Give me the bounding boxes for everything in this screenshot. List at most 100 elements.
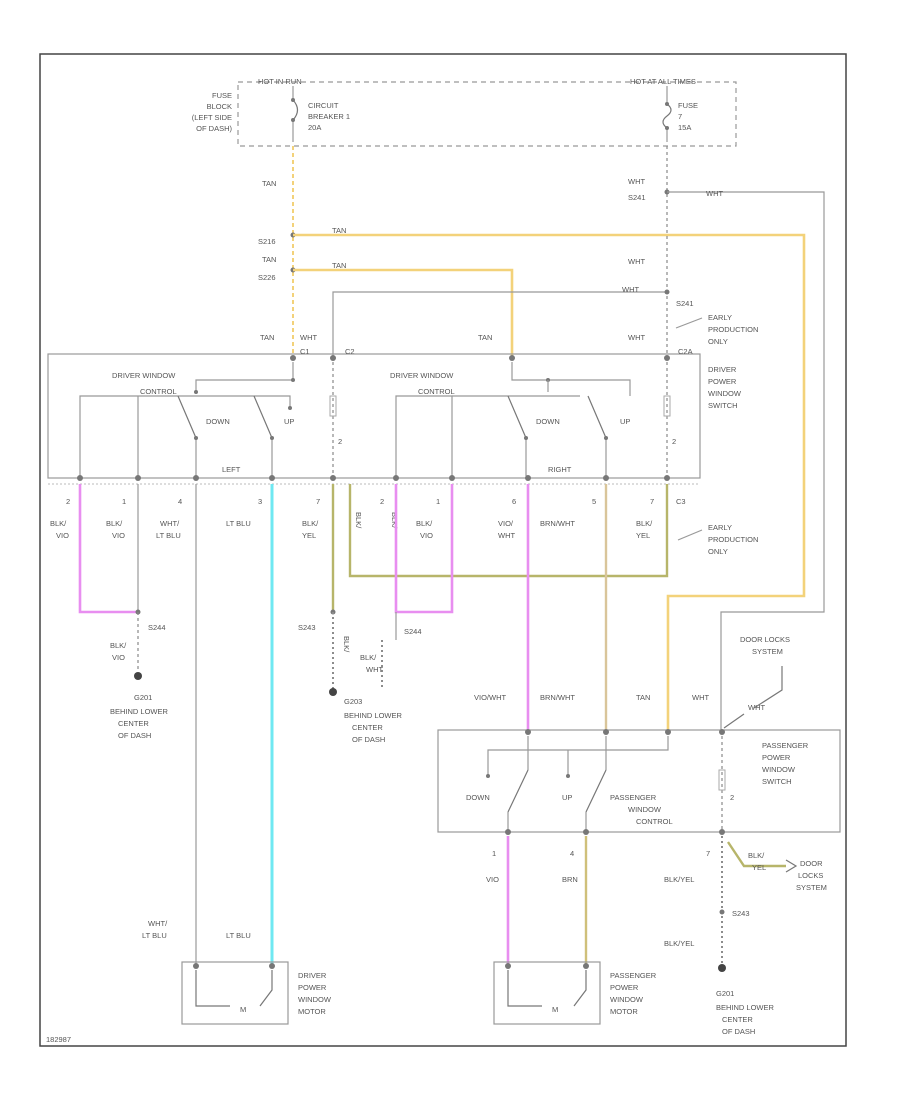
bottom-connectors [77, 475, 670, 481]
svg-text:2: 2 [730, 793, 734, 802]
ground-g201-right [718, 964, 726, 972]
s226-label: S226 [258, 273, 276, 282]
svg-text:WINDOW: WINDOW [610, 995, 644, 1004]
driver-power-window-motor-box [181, 961, 289, 1025]
svg-text:SYSTEM: SYSTEM [752, 647, 783, 656]
svg-text:FUSE: FUSE [678, 101, 698, 110]
svg-text:PRODUCTION: PRODUCTION [708, 535, 758, 544]
wht-label-5: WHT [622, 285, 639, 294]
svg-text:LT BLU: LT BLU [226, 519, 251, 528]
svg-text:CIRCUIT: CIRCUIT [308, 101, 339, 110]
s243-label: S243 [298, 623, 316, 632]
svg-text:DRIVER WINDOW: DRIVER WINDOW [390, 371, 454, 380]
blk-vio-wire-right [394, 484, 454, 614]
svg-text:BEHIND LOWER: BEHIND LOWER [110, 707, 169, 716]
svg-text:7: 7 [706, 849, 710, 858]
svg-text:ONLY: ONLY [708, 337, 728, 346]
lt-blu-label: LT BLU [226, 931, 251, 940]
tan-label-pass: TAN [636, 693, 650, 702]
svg-text:WINDOW: WINDOW [708, 389, 742, 398]
ground-g203 [329, 688, 337, 696]
top-connectors [290, 355, 670, 361]
svg-text:7: 7 [650, 497, 654, 506]
svg-text:(LEFT SIDE: (LEFT SIDE [192, 113, 232, 122]
svg-text:CENTER: CENTER [722, 1015, 753, 1024]
blk-wht-rotated-2: BLK/ [390, 512, 399, 529]
svg-text:M: M [552, 1005, 558, 1014]
door-locks-system-2-label: DOOR LOCKS SYSTEM [796, 859, 827, 892]
blk-vio-wire-left-1 [78, 484, 138, 614]
svg-text:POWER: POWER [298, 983, 327, 992]
brn-wht-label: BRN/WHT [540, 693, 575, 702]
footer-id: 182987 [46, 1035, 71, 1044]
svg-text:YEL: YEL [752, 863, 766, 872]
svg-text:G203: G203 [344, 697, 362, 706]
passenger-power-window-motor-label: PASSENGER POWER WINDOW MOTOR [610, 971, 657, 1016]
wht-label-2: WHT [628, 177, 645, 186]
passenger-power-window-switch-box [437, 729, 841, 833]
svg-text:OF DASH: OF DASH [118, 731, 151, 740]
svg-text:PASSENGER: PASSENGER [762, 741, 809, 750]
hot-at-all-times-label: HOT AT ALL TIMES [630, 77, 696, 86]
vio-label: VIO [486, 875, 499, 884]
svg-text:G201: G201 [716, 989, 734, 998]
svg-text:7: 7 [678, 112, 682, 121]
wht-wire-c2 [332, 291, 667, 358]
svg-text:POWER: POWER [708, 377, 737, 386]
blk-wht-rotated-3: BLK/ [342, 636, 351, 653]
tan-label-1: TAN [262, 179, 276, 188]
svg-text:POWER: POWER [762, 753, 791, 762]
passenger-power-window-switch-label: PASSENGER POWER WINDOW SWITCH [762, 741, 809, 786]
svg-text:SYSTEM: SYSTEM [796, 883, 827, 892]
svg-text:G201: G201 [134, 693, 152, 702]
svg-text:DOWN: DOWN [466, 793, 490, 802]
blk-yel-label-a: BLK/YEL [664, 875, 694, 884]
passenger-switch-internals: DOWN UP PASSENGER WINDOW CONTROL 2 [466, 729, 734, 835]
diagram-frame [39, 53, 847, 1047]
door-locks-system-label: DOOR LOCKS SYSTEM [740, 635, 790, 656]
svg-text:CONTROL: CONTROL [140, 387, 177, 396]
wht-label-3: WHT [706, 189, 723, 198]
wht-label-pass: WHT [692, 693, 709, 702]
svg-text:POWER: POWER [610, 983, 639, 992]
svg-text:2: 2 [672, 437, 676, 446]
svg-text:SWITCH: SWITCH [708, 401, 738, 410]
svg-text:BRN/WHT: BRN/WHT [540, 519, 575, 528]
tan-wire-to-passenger [293, 233, 806, 730]
svg-text:WINDOW: WINDOW [762, 765, 796, 774]
svg-text:6: 6 [512, 497, 516, 506]
brn-label: BRN [562, 875, 578, 884]
svg-text:OF DASH): OF DASH) [196, 124, 232, 133]
svg-text:LT BLU: LT BLU [142, 931, 167, 940]
svg-text:4: 4 [178, 497, 182, 506]
g201-left-label: G201 BEHIND LOWER CENTER OF DASH [110, 693, 169, 740]
right-driver-window-control: DRIVER WINDOW CONTROL DOWN UP RIGHT [390, 362, 631, 476]
g201-right-label: G201 BEHIND LOWER CENTER OF DASH [716, 989, 775, 1036]
svg-text:BLK/: BLK/ [106, 519, 123, 528]
svg-text:CENTER: CENTER [352, 723, 383, 732]
svg-text:BLOCK: BLOCK [207, 102, 232, 111]
svg-text:LT BLU: LT BLU [156, 531, 181, 540]
tan-wire-to-right-switch [293, 268, 514, 358]
svg-text:DOWN: DOWN [206, 417, 230, 426]
tan-wire-label-b: TAN [332, 261, 346, 270]
blk-yel-label-b: BLK/YEL [664, 939, 694, 948]
driver-power-window-motor-label: DRIVER POWER WINDOW MOTOR [298, 971, 332, 1016]
svg-text:15A: 15A [678, 123, 691, 132]
passenger-motor-symbol: M [505, 963, 589, 1014]
s241-label-a: S241 [628, 193, 646, 202]
c2-label: C2 [345, 347, 355, 356]
svg-text:EARLY: EARLY [708, 523, 732, 532]
svg-text:EARLY: EARLY [708, 313, 732, 322]
svg-text:DRIVER WINDOW: DRIVER WINDOW [112, 371, 176, 380]
ground-g201-left [134, 672, 142, 680]
svg-text:CONTROL: CONTROL [636, 817, 673, 826]
svg-text:VIO: VIO [112, 653, 125, 662]
svg-text:20A: 20A [308, 123, 321, 132]
passenger-pin-numbers: 1 4 7 [492, 849, 710, 858]
svg-text:WHT: WHT [366, 665, 383, 674]
blk-yel-to-door-locks [727, 841, 786, 868]
s216-label: S216 [258, 237, 276, 246]
svg-text:1: 1 [492, 849, 496, 858]
svg-text:BLK/: BLK/ [50, 519, 67, 528]
